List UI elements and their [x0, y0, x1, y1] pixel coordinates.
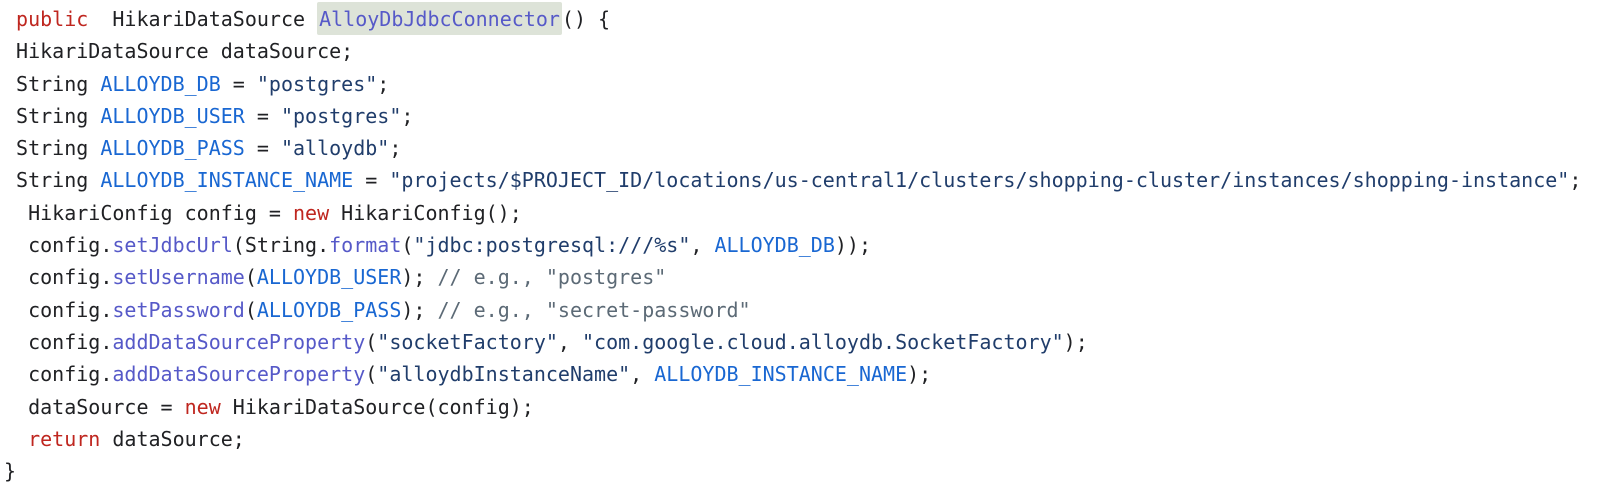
code-token-function: setPassword: [112, 297, 245, 322]
code-token-string: "postgres": [256, 71, 378, 96]
code-token-plain: =: [220, 71, 257, 96]
code-token-string: "alloydb": [280, 136, 390, 161]
code-token-plain: ,: [557, 329, 583, 354]
code-token-plain: );: [401, 297, 438, 322]
code-line: config.setUsername(ALLOYDB_USER); // e.g…: [4, 261, 1600, 293]
code-token-variable: ALLOYDB_DB: [714, 233, 835, 258]
code-line: config.setPassword(ALLOYDB_PASS); // e.g…: [4, 294, 1600, 326]
code-token-string: "socketFactory": [377, 329, 558, 354]
code-token-plain: );: [401, 265, 438, 290]
code-token-plain: =: [353, 168, 390, 193]
code-token-keyword: public: [16, 7, 89, 31]
code-token-plain: [4, 427, 28, 451]
code-token-plain: }: [4, 459, 17, 484]
code-token-string: "postgres": [280, 103, 402, 128]
code-line: HikariDataSource dataSource;: [4, 35, 1600, 67]
code-token-string: "alloydbInstanceName": [377, 362, 631, 387]
code-token-variable: ALLOYDB_DB: [100, 71, 221, 96]
code-line: dataSource = new HikariDataSource(config…: [4, 391, 1600, 423]
code-line: HikariConfig config = new HikariConfig()…: [4, 197, 1600, 229]
code-line: config.setJdbcUrl(String.format("jdbc:po…: [4, 229, 1600, 261]
code-token-plain: ;: [1569, 168, 1582, 193]
code-token-function: setUsername: [112, 265, 245, 290]
code-token-plain: [4, 7, 16, 31]
code-token-string: "projects/$PROJECT_ID/locations/us-centr…: [389, 168, 1570, 193]
code-token-plain: HikariDataSource dataSource;: [4, 39, 354, 64]
code-token-plain: config.: [4, 233, 113, 258]
code-token-comment: // e.g., "secret-password": [437, 297, 751, 322]
code-token-plain: String: [4, 136, 101, 161]
code-token-plain: config.: [4, 362, 113, 387]
code-token-keyword: return: [28, 426, 101, 451]
code-token-plain: ;: [389, 136, 402, 161]
code-line: String ALLOYDB_USER = "postgres";: [4, 100, 1600, 132]
code-token-plain: dataSource =: [4, 394, 185, 419]
code-token-function: addDataSourceProperty: [112, 362, 366, 387]
code-token-plain: =: [244, 103, 281, 128]
code-line: config.addDataSourceProperty("socketFact…: [4, 326, 1600, 358]
code-token-plain: ,: [690, 233, 715, 258]
code-token-plain: dataSource;: [100, 426, 245, 451]
code-token-function-highlighted: AlloyDbJdbcConnector: [317, 2, 562, 35]
code-token-plain: =: [244, 136, 281, 161]
code-token-plain: ));: [834, 233, 872, 258]
code-token-plain: );: [1063, 329, 1088, 354]
code-line: }: [4, 455, 1600, 487]
code-token-plain: (: [244, 297, 257, 322]
code-line: String ALLOYDB_PASS = "alloydb";: [4, 132, 1600, 164]
code-token-variable: ALLOYDB_INSTANCE_NAME: [654, 362, 908, 387]
code-token-variable: ALLOYDB_PASS: [100, 136, 245, 161]
code-token-function: setJdbcUrl: [112, 233, 233, 258]
code-token-plain: (: [365, 362, 378, 387]
code-token-variable: ALLOYDB_PASS: [256, 297, 402, 322]
code-token-plain: String: [4, 103, 101, 128]
code-token-comment: // e.g., "postgres": [437, 265, 667, 290]
code-token-plain: (: [244, 265, 257, 290]
code-token-plain: config.: [4, 329, 113, 354]
code-line: String ALLOYDB_INSTANCE_NAME = "projects…: [4, 164, 1600, 196]
code-line: config.addDataSourceProperty("alloydbIns…: [4, 358, 1600, 390]
code-token-plain: ;: [377, 71, 390, 96]
code-token-plain: String: [4, 168, 101, 193]
code-line: return dataSource;: [4, 423, 1600, 455]
code-token-plain: config.: [4, 265, 113, 290]
code-token-plain: config.: [4, 297, 113, 322]
code-token-plain: ,: [630, 362, 655, 387]
code-token-function: addDataSourceProperty: [112, 329, 366, 354]
code-token-plain: (: [401, 233, 414, 258]
code-token-plain: () {: [561, 7, 611, 31]
code-token-plain: HikariDataSource: [88, 7, 318, 31]
code-token-plain: HikariConfig();: [329, 200, 522, 225]
code-token-plain: (: [365, 329, 378, 354]
code-token-plain: (String.: [232, 233, 330, 258]
code-token-string: "jdbc:postgresql:///%s": [413, 233, 691, 258]
code-token-variable: ALLOYDB_INSTANCE_NAME: [100, 168, 354, 193]
code-token-function: format: [329, 233, 402, 258]
code-line: String ALLOYDB_DB = "postgres";: [4, 68, 1600, 100]
code-token-keyword: new: [184, 394, 221, 419]
code-token-plain: HikariConfig config =: [4, 200, 293, 225]
code-token-plain: String: [4, 71, 101, 96]
code-token-variable: ALLOYDB_USER: [100, 103, 245, 128]
code-token-plain: ;: [401, 103, 414, 128]
code-token-string: "com.google.cloud.alloydb.SocketFactory": [582, 329, 1064, 354]
code-token-keyword: new: [292, 200, 330, 225]
code-token-plain: );: [907, 362, 932, 387]
code-token-plain: HikariDataSource(config);: [220, 394, 534, 419]
code-token-variable: ALLOYDB_USER: [256, 265, 402, 290]
code-line: public HikariDataSource AlloyDbJdbcConne…: [4, 2, 1600, 35]
